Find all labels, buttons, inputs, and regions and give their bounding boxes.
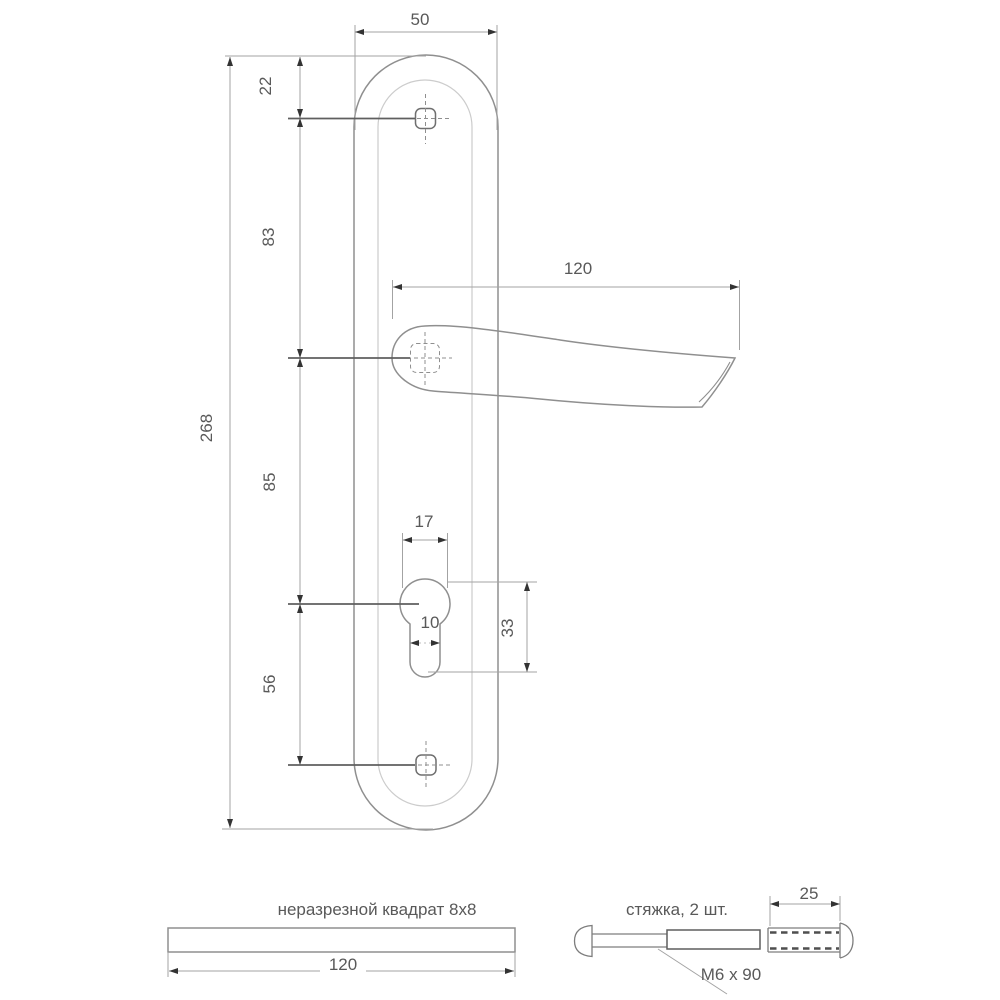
arrowhead (297, 756, 303, 765)
dim-label: 33 (498, 619, 517, 638)
handle-lever (391, 324, 737, 408)
dim-label: 120 (329, 955, 357, 974)
arrowhead (505, 968, 514, 974)
dim-total-height: 268 (197, 55, 433, 830)
dim-label: 56 (260, 675, 279, 694)
dim-label: 22 (256, 77, 275, 96)
dim-label: 83 (259, 228, 278, 247)
arrowhead (297, 109, 303, 118)
dim-chain-vertical: 22 83 85 56 (256, 57, 419, 766)
arrowhead (297, 118, 303, 127)
label-backing (320, 955, 366, 973)
dim-cylinder-height: 33 (428, 581, 537, 673)
arrowhead (393, 284, 402, 290)
arrowhead (770, 901, 779, 907)
arrowhead (297, 358, 303, 367)
arrowhead (524, 663, 530, 672)
dim-label: 85 (260, 473, 279, 492)
cylinder-keyhole (399, 578, 451, 678)
sleeve-cap (839, 922, 854, 959)
spindle-bar: 120 неразрезной квадрат 8x8 (167, 900, 516, 977)
arrowhead (403, 537, 412, 543)
keyhole-outline (399, 578, 451, 678)
arrowhead (227, 819, 233, 828)
handle-outline (391, 324, 737, 408)
arrowhead (297, 604, 303, 613)
threaded-sleeve: 25 (767, 884, 854, 959)
spindle-outline (167, 927, 516, 953)
arrowhead (524, 582, 530, 591)
dim-label: 268 (197, 414, 216, 442)
arrowhead (488, 29, 497, 35)
connecting-screw: М6 х 90 стяжка, 2 шт. (573, 900, 761, 995)
arrowhead (438, 537, 447, 543)
backplate (353, 54, 499, 831)
dim-label: 50 (411, 10, 430, 29)
arrowhead (297, 349, 303, 358)
handle-edge-line (698, 361, 731, 403)
arrowhead (410, 640, 419, 646)
screws-caption: стяжка, 2 шт. (626, 900, 728, 919)
arrowhead (831, 901, 840, 907)
arrowhead (169, 968, 178, 974)
dim-label: 10 (421, 613, 440, 632)
backplate-outer-outline (353, 54, 499, 831)
spindle-caption: неразрезной квадрат 8x8 (278, 900, 477, 919)
arrowhead (355, 29, 364, 35)
dim-handle-length: 120 (392, 259, 740, 350)
dim-plate-width: 50 (354, 10, 498, 130)
arrowhead (297, 595, 303, 604)
dim-label: 120 (564, 259, 592, 278)
screw-head (573, 924, 593, 958)
screw-thread-section (666, 929, 761, 950)
arrowhead (297, 57, 303, 66)
leader-line (657, 948, 728, 995)
dim-cylinder-width: 17 (402, 512, 448, 588)
arrowhead (227, 57, 233, 66)
screw-spec-label: М6 х 90 (701, 965, 761, 984)
dim-label: 25 (800, 884, 819, 903)
dim-label: 17 (415, 512, 434, 531)
arrowhead (730, 284, 739, 290)
backplate-inner-outline (377, 79, 473, 807)
arrowhead (431, 640, 440, 646)
dim-stem-width: 10 (410, 613, 440, 646)
